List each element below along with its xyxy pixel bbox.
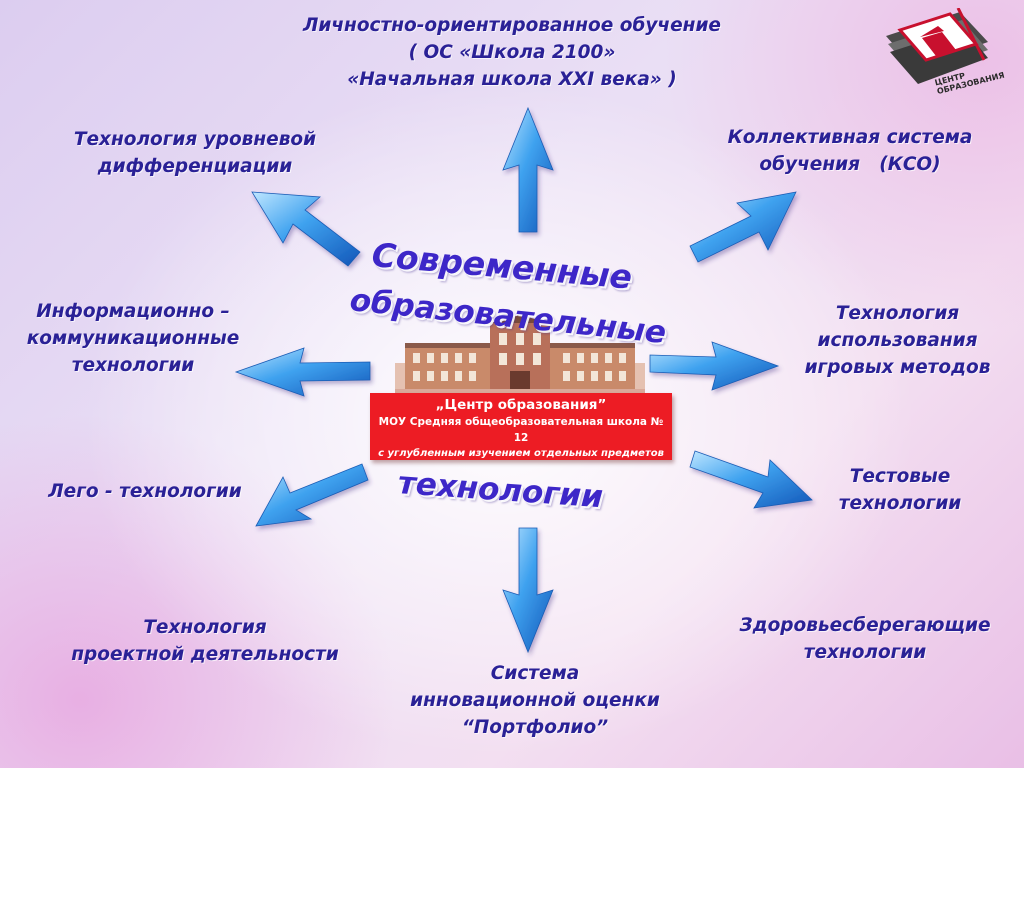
node-top-right: Коллективная система обучения (КСО)	[695, 124, 1005, 178]
node-left-line-3: технологии	[71, 355, 195, 376]
node-bottom-line-2: инновационной оценки	[410, 690, 660, 711]
node-top: Личностно-ориентированное обучение ( ОС …	[262, 12, 762, 93]
node-left: Информационно – коммуникационные техноло…	[2, 298, 264, 379]
school-box-line-1: „Центр образования”	[435, 397, 607, 413]
node-top-left-line-2: дифференциации	[97, 156, 293, 177]
school-building-image	[395, 315, 645, 395]
node-top-line-2: ( ОС «Школа 2100»	[408, 42, 616, 63]
node-bottom-left-line-2: проектной деятельности	[71, 644, 339, 665]
arrow-left	[234, 347, 371, 397]
school-box-line-3: с углубленным изучением отдельных предме…	[378, 448, 664, 459]
node-lower-right: Тестовые технологии	[795, 463, 1005, 517]
node-bottom-right-line-1: Здоровьесберегающие	[739, 615, 991, 636]
arrow-right	[649, 341, 780, 391]
node-right: Технология использования игровых методов	[775, 300, 1020, 381]
arrow-up	[502, 106, 554, 233]
node-right-line-3: игровых методов	[804, 357, 991, 378]
node-top-right-line-2: обучения (КСО)	[759, 154, 941, 175]
node-lower-left: Лего - технологии	[20, 478, 270, 505]
node-top-line-1: Личностно-ориентированное обучение	[303, 15, 721, 36]
arrow-up-right	[689, 191, 797, 263]
node-lower-right-line-1: Тестовые	[849, 466, 951, 487]
node-lower-left-line-1: Лего - технологии	[48, 481, 242, 502]
slide-background: „Центр образования” МОУ Средняя общеобра…	[0, 0, 1024, 768]
node-bottom-right-line-2: технологии	[803, 642, 927, 663]
education-center-logo-icon	[886, 8, 988, 84]
node-bottom-line-1: Система	[490, 663, 580, 684]
arrows-layer	[234, 106, 813, 654]
node-bottom-line-3: “Портфолио”	[461, 717, 609, 738]
node-bottom-left: Технология проектной деятельности	[45, 614, 365, 668]
node-top-line-3: «Начальная школа XXI века» )	[347, 69, 677, 90]
node-top-right-line-1: Коллективная система	[727, 127, 973, 148]
arrow-down-left	[255, 463, 369, 527]
node-top-left-line-1: Технология уровневой	[73, 129, 317, 150]
node-left-line-2: коммуникационные	[26, 328, 240, 349]
node-right-line-2: использования	[817, 330, 978, 351]
node-left-line-1: Информационно –	[36, 301, 230, 322]
school-box-line-2: МОУ Средняя общеобразовательная школа № …	[378, 416, 664, 444]
node-lower-right-line-2: технологии	[838, 493, 962, 514]
arrow-down-right	[689, 450, 813, 509]
node-bottom-left-line-1: Технология	[143, 617, 267, 638]
arrow-down	[502, 527, 554, 654]
node-bottom: Система инновационной оценки “Портфолио”	[380, 660, 690, 741]
node-bottom-right: Здоровьесберегающие технологии	[715, 612, 1015, 666]
arrow-up-left	[251, 191, 361, 267]
school-name-box: „Центр образования” МОУ Средняя общеобра…	[370, 393, 672, 460]
node-top-left: Технология уровневой дифференциации	[50, 126, 340, 180]
node-right-line-1: Технология	[835, 303, 960, 324]
